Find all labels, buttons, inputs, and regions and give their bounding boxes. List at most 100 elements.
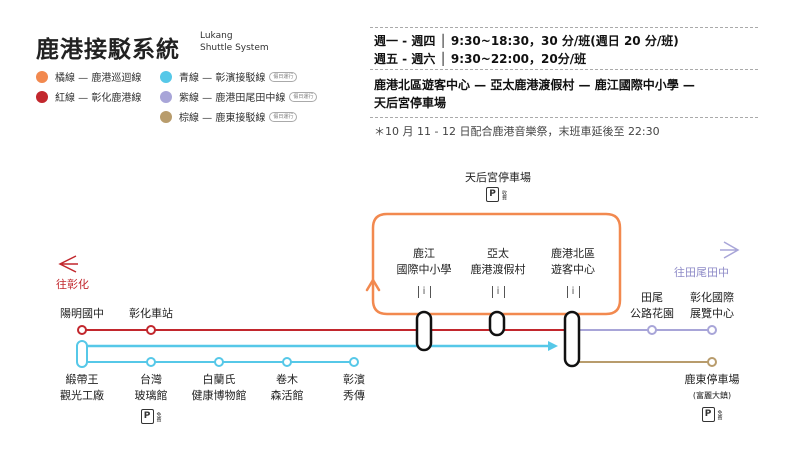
cyan-arrowhead xyxy=(548,341,558,351)
stop-changhua-station xyxy=(146,325,156,335)
red-line-dot xyxy=(36,90,48,103)
stop-label-line: 玻璃館 xyxy=(134,389,168,402)
orange-direction-arrow xyxy=(365,278,381,292)
stop-label-line: 國際中小學 xyxy=(396,263,452,276)
brown-line-dot xyxy=(160,110,172,123)
stop-tianwei xyxy=(647,325,657,335)
orange-loop-line xyxy=(371,212,622,316)
stop-label-line: 展覽中心 xyxy=(690,307,734,320)
direction-tianwei: 往田尾田中 xyxy=(674,266,729,279)
stop-label-line: 亞太 xyxy=(487,247,509,260)
transfer-yatai xyxy=(488,310,506,337)
legend-orange: 橘線 — 鹿港巡迴線 xyxy=(36,69,141,84)
free-parking-marker: P 免費 xyxy=(121,409,181,424)
legend-orange-label: 橘線 — 鹿港巡迴線 xyxy=(55,73,142,84)
stop-taiwan-glass xyxy=(146,357,156,367)
stop-label-line: 彰濱 xyxy=(343,373,365,386)
stop-label-line: 鹿江 xyxy=(413,247,435,260)
stop-label-line: 森活館 xyxy=(270,389,304,402)
divider-middle xyxy=(370,69,758,70)
free-label: 免費 xyxy=(716,409,723,420)
stop-zhangbin xyxy=(349,357,359,367)
stop-label-line: 鹿港北區 xyxy=(551,247,595,260)
stop-label-line: 緞帶王 xyxy=(65,373,99,386)
stop-label-ludong: 鹿東停車場 (富麗大鎮) P 免費 xyxy=(670,372,754,422)
stop-label-line: 秀傳 xyxy=(343,389,365,402)
legend-red: 紅線 — 彰化鹿港線 xyxy=(36,89,141,104)
stop-label-yangming: 陽明國中 xyxy=(60,307,104,320)
stop-label-north-visitor-center: 鹿港北區 遊客中心 i xyxy=(538,246,608,299)
info-icon: i xyxy=(417,286,431,298)
page-title: 鹿港接駁系統 xyxy=(36,37,180,63)
stop-label-line: 彰化國際 xyxy=(690,291,734,304)
holiday-badge: 假日運行 xyxy=(289,91,318,102)
stop-label-line: 觀光工廠 xyxy=(60,389,104,402)
stop-label-changhua-station: 彰化車站 xyxy=(129,307,173,320)
transfer-north-visitor-center xyxy=(563,310,581,368)
legend-brown-label: 棕線 — 鹿東接駁線 xyxy=(179,113,266,124)
stop-juanmu xyxy=(282,357,292,367)
route-line-1: 鹿港北區遊客中心 — 亞太鹿港渡假村 — 鹿江國際中小學 — xyxy=(374,78,695,92)
free-parking-marker: P 免費 xyxy=(670,407,754,422)
schedule-weekend: 週五 - 週六 │ 9:30~22:00，20分/班 xyxy=(374,52,587,66)
stop-label-expo: 彰化國際 展覽中心 xyxy=(682,290,742,322)
stop-label-juanmu: 卷木 森活館 xyxy=(257,372,317,404)
stop-label-line: 公路花園 xyxy=(630,307,674,320)
stop-label-yatai: 亞太 鹿港渡假村 i xyxy=(460,246,536,299)
arrow-to-changhua xyxy=(58,255,78,273)
legend-purple: 紫線 — 鹿港田尾田中線 假日運行 xyxy=(160,89,318,104)
cyan-terminal-marker xyxy=(76,340,88,368)
paid-label: 收費 xyxy=(501,189,507,200)
festival-note: ＊10 月 11 - 12 日配合鹿港音樂祭，末班車延後至 22:30 xyxy=(374,125,660,138)
stop-label-line: 白蘭氏 xyxy=(202,373,236,386)
parking-icon: P xyxy=(701,407,715,422)
cyan-line-dot xyxy=(160,70,172,83)
parking-icon: P xyxy=(486,187,499,202)
holiday-badge: 假日運行 xyxy=(269,111,298,122)
direction-changhua: 往彰化 xyxy=(56,278,89,291)
legend-cyan: 青線 — 彰濱接駁線 假日運行 xyxy=(160,69,298,84)
stop-label-line: (富麗大鎮) xyxy=(692,391,732,400)
stop-label-line: 遊客中心 xyxy=(551,263,595,276)
stop-label-line: 田尾 xyxy=(641,291,663,304)
stop-bailan xyxy=(214,357,224,367)
stop-yangming xyxy=(77,325,87,335)
stop-label-tianhou: 天后宮停車場 xyxy=(465,171,531,184)
stop-label-taiwan-glass: 台灣 玻璃館 P 免費 xyxy=(121,372,181,424)
stop-label-line: 健康博物館 xyxy=(191,389,247,402)
stop-label-line: 鹿東停車場 xyxy=(684,373,740,386)
legend-brown: 棕線 — 鹿東接駁線 假日運行 xyxy=(160,109,298,124)
orange-route-description: 鹿港北區遊客中心 — 亞太鹿港渡假村 — 鹿江國際中小學 — 天后宮停車場 xyxy=(374,76,695,112)
schedule-weekday: 週一 - 週四 │ 9:30~18:30，30 分/班(週日 20 分/班) xyxy=(374,34,679,48)
purple-line-dot xyxy=(160,90,172,103)
legend-cyan-label: 青線 — 彰濱接駁線 xyxy=(179,73,266,84)
info-icon: i xyxy=(566,286,580,298)
stop-label-duandai: 緞帶王 觀光工廠 xyxy=(52,372,112,404)
divider-bottom xyxy=(370,117,758,118)
transfer-lujiang xyxy=(415,310,433,352)
brown-line xyxy=(571,355,712,363)
divider-top xyxy=(370,27,758,28)
stop-label-bailan: 白蘭氏 健康博物館 xyxy=(184,372,254,404)
page-subtitle-en: Lukang Shuttle System xyxy=(200,30,269,54)
stop-label-line: 鹿港渡假村 xyxy=(470,263,526,276)
legend-red-label: 紅線 — 彰化鹿港線 xyxy=(55,93,142,104)
stop-label-line: 卷木 xyxy=(276,373,298,386)
arrow-to-tianwei xyxy=(720,241,740,259)
stop-ludong xyxy=(707,357,717,367)
holiday-badge: 假日運行 xyxy=(269,71,298,82)
paid-parking-marker: P 收費 xyxy=(486,187,507,202)
legend-purple-label: 紫線 — 鹿港田尾田中線 xyxy=(179,93,286,104)
info-icon: i xyxy=(491,286,505,298)
stop-label-zhangbin: 彰濱 秀傳 xyxy=(324,372,384,404)
orange-line-dot xyxy=(36,70,48,83)
subtitle-line-1: Lukang xyxy=(200,31,233,41)
free-label: 免費 xyxy=(155,411,162,422)
stop-label-line: 台灣 xyxy=(140,373,162,386)
route-line-2: 天后宮停車場 xyxy=(374,96,447,110)
stop-label-tianwei: 田尾 公路花園 xyxy=(622,290,682,322)
subtitle-line-2: Shuttle System xyxy=(200,43,269,53)
stop-expo xyxy=(707,325,717,335)
parking-icon: P xyxy=(140,409,154,424)
